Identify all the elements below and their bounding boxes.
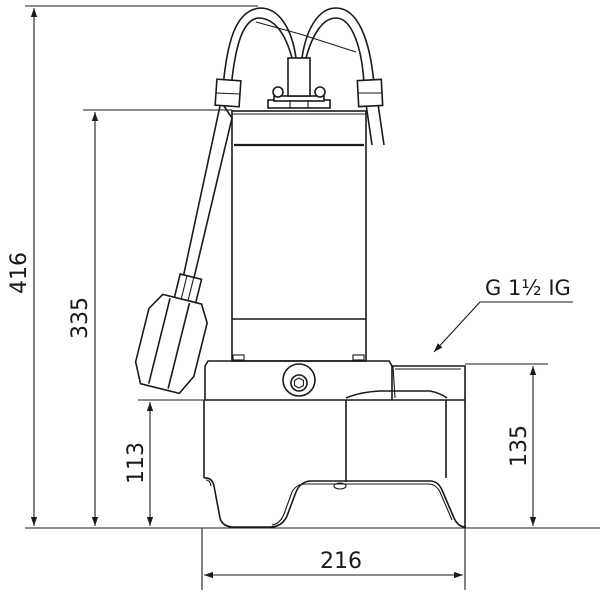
- pump-housing: [204, 360, 466, 528]
- dimension-113: 113: [124, 402, 154, 526]
- cable-gland: [267, 57, 331, 109]
- float-switch: [134, 273, 208, 395]
- dimension-135: 135: [507, 366, 537, 526]
- cable-clamps: [214, 78, 384, 108]
- dimension-416: 416: [7, 8, 38, 526]
- power-cables: [221, 7, 385, 146]
- dim-135-label: 135: [507, 425, 532, 467]
- outlet-thread-label: G 1½ IG: [485, 276, 571, 300]
- extension-lines: [25, 5, 600, 590]
- dimension-216: 216: [204, 549, 463, 579]
- pump-motor-housing: [231, 110, 367, 362]
- dimension-335: 335: [68, 112, 99, 526]
- dim-335-label: 335: [68, 297, 93, 339]
- dim-216-label: 216: [320, 549, 362, 574]
- pump-base-feet: [203, 390, 467, 528]
- float-switch-cable: [182, 105, 233, 283]
- dim-416-label: 416: [7, 252, 32, 294]
- outlet-callout: G 1½ IG: [433, 276, 573, 353]
- dim-113-label: 113: [124, 442, 149, 484]
